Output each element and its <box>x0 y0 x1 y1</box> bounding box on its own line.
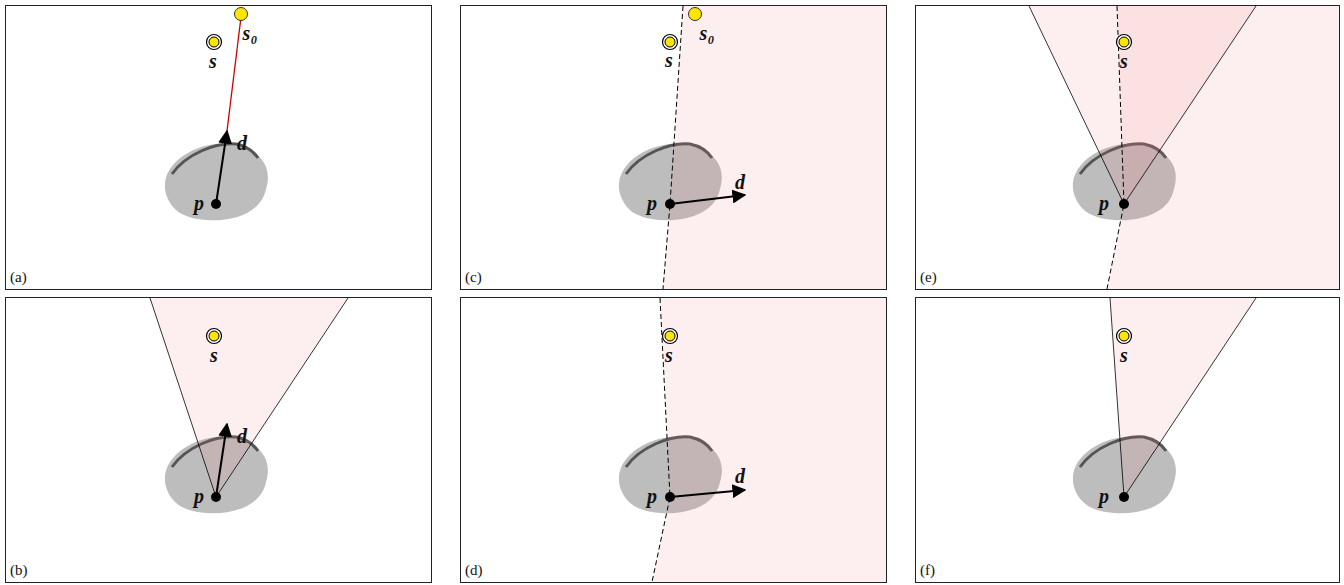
panel-label: (f) <box>920 562 935 579</box>
point-dot <box>665 492 675 502</box>
target-symbol <box>207 35 222 50</box>
symbol-label: p <box>1099 193 1109 213</box>
symbol-label: p <box>1099 486 1109 506</box>
figure-panel: (b) <box>5 297 432 583</box>
source-dot <box>689 8 702 21</box>
half-plane-region <box>663 6 886 289</box>
cone-region <box>1110 298 1256 497</box>
panel-label: (e) <box>920 269 937 286</box>
point-dot <box>665 199 675 209</box>
symbol-label: p <box>647 486 657 506</box>
symbol-label: s <box>1120 345 1128 365</box>
cone-edge <box>1029 6 1124 204</box>
cone-edge <box>1124 6 1256 204</box>
target-symbol <box>1117 35 1132 50</box>
cone-edge <box>216 298 348 497</box>
figure-panel: (f) <box>915 297 1340 583</box>
figure-panel: (d) <box>460 297 887 583</box>
surface-blob <box>165 144 268 221</box>
symbol-label: s <box>665 345 673 365</box>
panel-label: (b) <box>10 562 28 579</box>
figure-panel: (c) <box>460 5 887 290</box>
symbol-label: s₀ <box>243 23 258 43</box>
panel-label: (a) <box>10 269 27 286</box>
half-plane-region <box>652 298 886 582</box>
target-symbol <box>663 329 678 344</box>
panel-a-art <box>165 8 268 221</box>
cone-edge <box>150 298 216 497</box>
cone-edge <box>1124 298 1256 497</box>
panel-label: (c) <box>465 269 482 286</box>
point-dot <box>1119 199 1129 209</box>
symbol-label: p <box>647 193 657 213</box>
symbol-label: s <box>1120 51 1128 71</box>
target-symbol <box>207 329 222 344</box>
ray-segment <box>227 17 241 131</box>
symbol-label: d <box>735 172 745 192</box>
target-symbol <box>1117 329 1132 344</box>
symbol-label: s₀ <box>700 23 715 43</box>
target-symbol <box>663 35 678 50</box>
panel-d-art <box>619 298 886 582</box>
panel-e-art <box>1029 6 1339 289</box>
panel-c-art <box>619 6 886 289</box>
point-dot <box>1119 492 1129 502</box>
symbol-label: s <box>665 50 673 70</box>
direction-arrow <box>670 490 745 497</box>
symbol-label: s <box>210 345 218 365</box>
panel-b-art <box>150 298 348 513</box>
symbol-label: d <box>237 133 247 153</box>
symbol-label: p <box>194 486 204 506</box>
cone-region <box>150 298 348 497</box>
direction-arrow <box>216 424 227 497</box>
point-dot <box>211 492 221 502</box>
point-dot <box>211 199 221 209</box>
direction-arrow <box>670 195 745 204</box>
symbol-label: p <box>194 193 204 213</box>
symbol-label: s <box>209 51 217 71</box>
panel-f-art <box>1073 298 1256 513</box>
figure-panel: (e) <box>915 5 1340 290</box>
cone-region <box>1029 6 1256 204</box>
cone-edge <box>1110 298 1124 497</box>
figure-panel: (a) <box>5 5 432 290</box>
source-dot <box>235 8 248 21</box>
dashed-boundary <box>663 6 683 289</box>
symbol-label: d <box>735 466 745 486</box>
direction-arrow <box>216 131 227 204</box>
panel-label: (d) <box>465 562 483 579</box>
symbol-label: d <box>237 426 247 446</box>
